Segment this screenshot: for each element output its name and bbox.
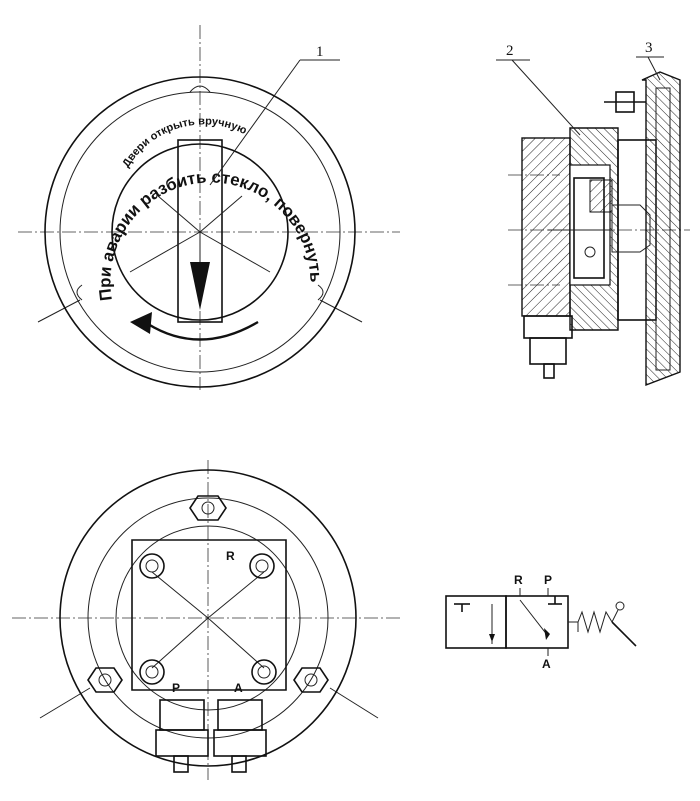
back-radial-4: [207, 617, 265, 669]
back-hub-ring: [115, 525, 301, 711]
section-plunger: [573, 177, 605, 279]
back-hex-nut-right: [293, 667, 329, 693]
back-fitting-left-tip: [173, 755, 189, 773]
front-mount-top: [189, 85, 211, 93]
front-inner-label: Двери открыть вручную: [120, 115, 248, 169]
back-hex-nut-top: [189, 495, 227, 521]
back-fitting-left-nut: [155, 729, 209, 757]
back-diagonal-right: [329, 687, 379, 719]
back-fitting-right-tip: [231, 755, 247, 773]
front-diagonal-left: [37, 299, 81, 323]
schematic-port-label-p: P: [544, 573, 552, 587]
section-bottom-fitting: [523, 315, 573, 339]
callout-2-leader: [511, 59, 581, 136]
front-view: При аварии разбить стекло, повернуть руч…: [0, 0, 400, 390]
back-valve-block: [131, 539, 287, 691]
front-rotation-arrowhead: [130, 312, 152, 334]
front-diagonal-right: [319, 299, 363, 323]
back-port-label-p: P: [172, 681, 180, 695]
front-outer-label: При аварии разбить стекло, повернуть руч…: [0, 0, 326, 302]
back-radial-3: [151, 617, 209, 669]
back-port-screw-tl: [139, 553, 165, 579]
back-radial-1: [151, 571, 209, 619]
section-spring-block: [589, 179, 613, 213]
section-glass-inner: [655, 87, 671, 371]
schematic-port-label-r: R: [514, 573, 523, 587]
back-port-label-r: R: [226, 549, 235, 563]
back-hex-nut-left-hole: [98, 673, 112, 687]
schematic-left-flow-arrow: [489, 634, 495, 642]
front-radial-1: [129, 231, 201, 273]
back-diagonal-left: [39, 687, 91, 719]
schematic-lever-knob: [615, 601, 625, 611]
section-glass-plate: [641, 71, 681, 387]
callout-1-label: 1: [316, 44, 324, 60]
back-port-screw-br: [251, 659, 277, 685]
valve-schematic: R P A: [445, 573, 637, 671]
front-handle-bar: [177, 139, 223, 323]
front-mount-left: [76, 284, 83, 301]
front-glass-window: [111, 143, 289, 321]
schematic-spring: [568, 610, 613, 634]
front-radial-4: [199, 195, 243, 233]
schematic-right-flow-arrow: [544, 628, 550, 640]
schematic-port-label-a: A: [542, 657, 551, 671]
callout-3-leader: [647, 56, 661, 81]
back-hex-nut-left: [87, 667, 123, 693]
callout-1-leader: [209, 59, 301, 186]
front-second-ring: [59, 91, 341, 373]
back-port-screw-tr: [249, 553, 275, 579]
back-view: R P A: [12, 460, 400, 780]
callout-2-label: 2: [506, 43, 514, 59]
front-radial-2: [199, 231, 271, 273]
section-bottom-nozzle: [543, 363, 555, 379]
schematic-lever: [611, 621, 637, 647]
section-body-left: [521, 137, 571, 317]
front-outer-ring: [44, 76, 356, 388]
back-outer-ring: [59, 469, 357, 767]
back-port-screw-bl: [139, 659, 165, 685]
section-bottom-nut: [529, 337, 567, 365]
schematic-right-flow: [519, 599, 549, 637]
section-view: 2 3: [496, 40, 690, 387]
back-radial-2: [207, 571, 265, 619]
front-rotation-arrow: [147, 320, 259, 341]
callout-3-label: 3: [645, 40, 653, 56]
front-mount-right: [317, 284, 324, 301]
back-port-label-a: A: [234, 681, 243, 695]
schematic-lever-arm: [611, 609, 619, 623]
section-pin: [584, 246, 596, 258]
back-fitting-left: [159, 699, 205, 731]
front-radial-3: [157, 195, 201, 233]
back-hex-nut-right-hole: [304, 673, 318, 687]
front-arrow-down: [190, 262, 210, 310]
back-hex-nut-top-hole: [201, 501, 215, 515]
